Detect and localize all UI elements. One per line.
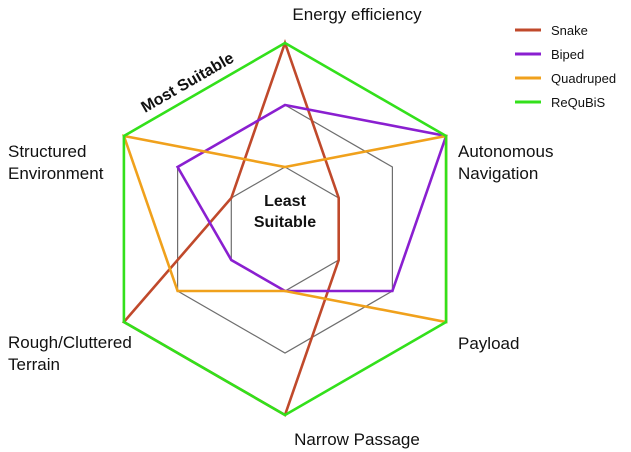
legend-label-quadruped: Quadruped — [551, 71, 616, 86]
axis-label-4-line-1: Narrow Passage — [294, 430, 420, 449]
axis-label-3-line-1: Payload — [458, 334, 519, 353]
least-suitable-label-line1: Least — [264, 193, 306, 210]
axis-label-5-line-2: Terrain — [8, 355, 60, 374]
most-suitable-label: Most Suitable — [138, 50, 237, 117]
axis-label-1-line-1: Energy efficiency — [292, 5, 422, 24]
axis-labels: Energy efficiencyAutonomousNavigationPay… — [8, 5, 553, 449]
least-suitable-label-line2: Suitable — [254, 214, 316, 231]
legend-label-requbis: ReQuBiS — [551, 95, 606, 110]
axis-label-5-line-1: Rough/Cluttered — [8, 333, 132, 352]
axis-label-2-line-1: Autonomous — [458, 142, 553, 161]
legend-label-biped: Biped — [551, 47, 584, 62]
radar-series — [121, 39, 448, 417]
axis-label-6-line-2: Environment — [8, 164, 104, 183]
legend-label-snake: Snake — [551, 23, 588, 38]
series-biped-line — [175, 103, 448, 293]
series-requbis-line — [122, 41, 448, 417]
axis-label-2-line-2: Navigation — [458, 164, 538, 183]
axis-label-6-line-1: Structured — [8, 142, 86, 161]
